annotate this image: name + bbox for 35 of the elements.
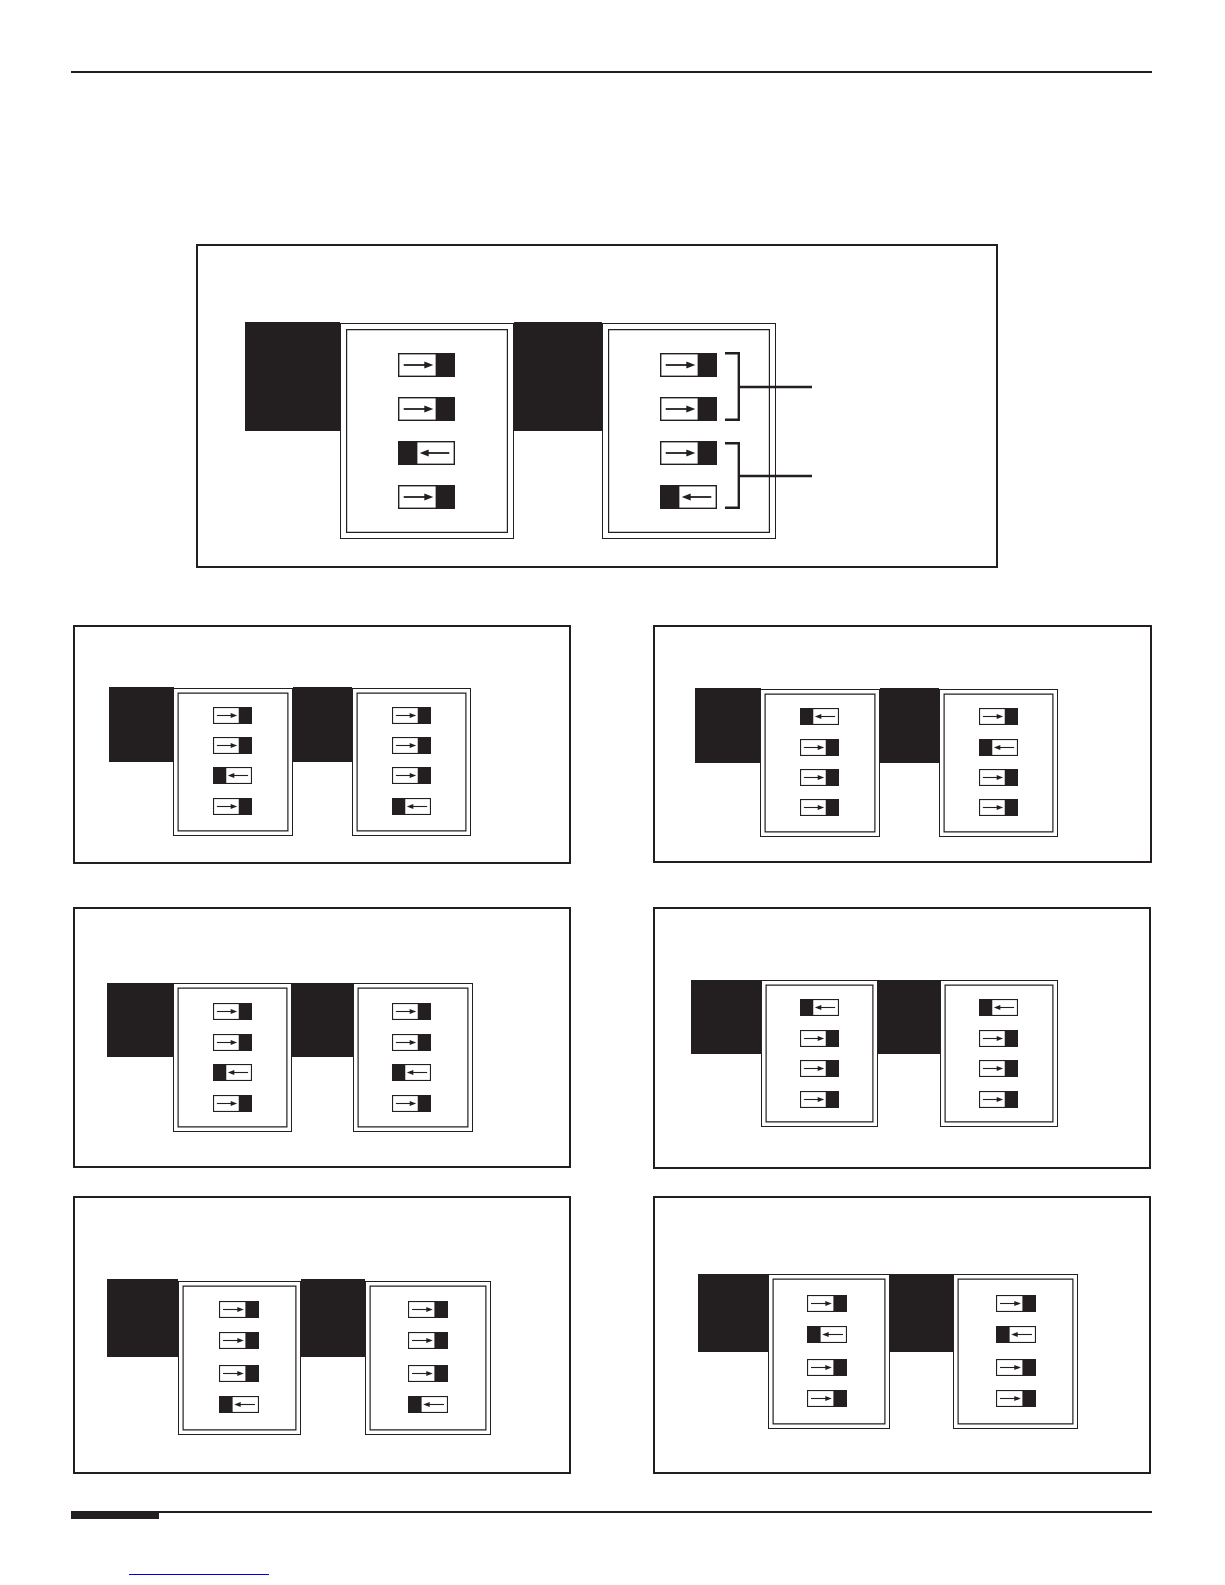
panel-frame bbox=[73, 1196, 571, 1474]
switch-bank bbox=[178, 1281, 301, 1435]
panel-frame bbox=[653, 1196, 1151, 1474]
header-block bbox=[245, 322, 340, 431]
header-block bbox=[695, 688, 761, 763]
switch-bank bbox=[353, 983, 473, 1132]
switch-bank bbox=[173, 688, 293, 836]
switch-bank bbox=[340, 323, 514, 539]
switch-bank bbox=[953, 1274, 1078, 1429]
header-block bbox=[691, 980, 761, 1054]
header-block bbox=[293, 687, 352, 762]
panel-frame bbox=[196, 244, 998, 568]
header-block bbox=[109, 687, 174, 762]
panel-frame bbox=[73, 907, 571, 1168]
switch-bank bbox=[173, 983, 292, 1132]
switch-bank bbox=[768, 1274, 890, 1429]
switch-bank bbox=[352, 688, 471, 836]
header-block bbox=[698, 1274, 768, 1352]
header-block bbox=[880, 688, 939, 763]
panel-frame bbox=[73, 625, 571, 864]
header-block bbox=[292, 983, 353, 1057]
header-block bbox=[301, 1279, 365, 1357]
switch-bank bbox=[365, 1281, 491, 1435]
header-block bbox=[878, 980, 940, 1054]
panel-frame bbox=[653, 625, 1152, 863]
switch-bank bbox=[940, 980, 1058, 1127]
switch-bank bbox=[761, 980, 878, 1127]
header-block bbox=[514, 322, 602, 431]
switch-bank bbox=[602, 323, 776, 539]
header-block bbox=[890, 1274, 953, 1352]
switch-bank bbox=[939, 689, 1058, 837]
header-block bbox=[107, 983, 174, 1057]
panel-frame bbox=[653, 907, 1151, 1169]
header-block bbox=[107, 1279, 178, 1357]
switch-bank bbox=[760, 689, 880, 837]
